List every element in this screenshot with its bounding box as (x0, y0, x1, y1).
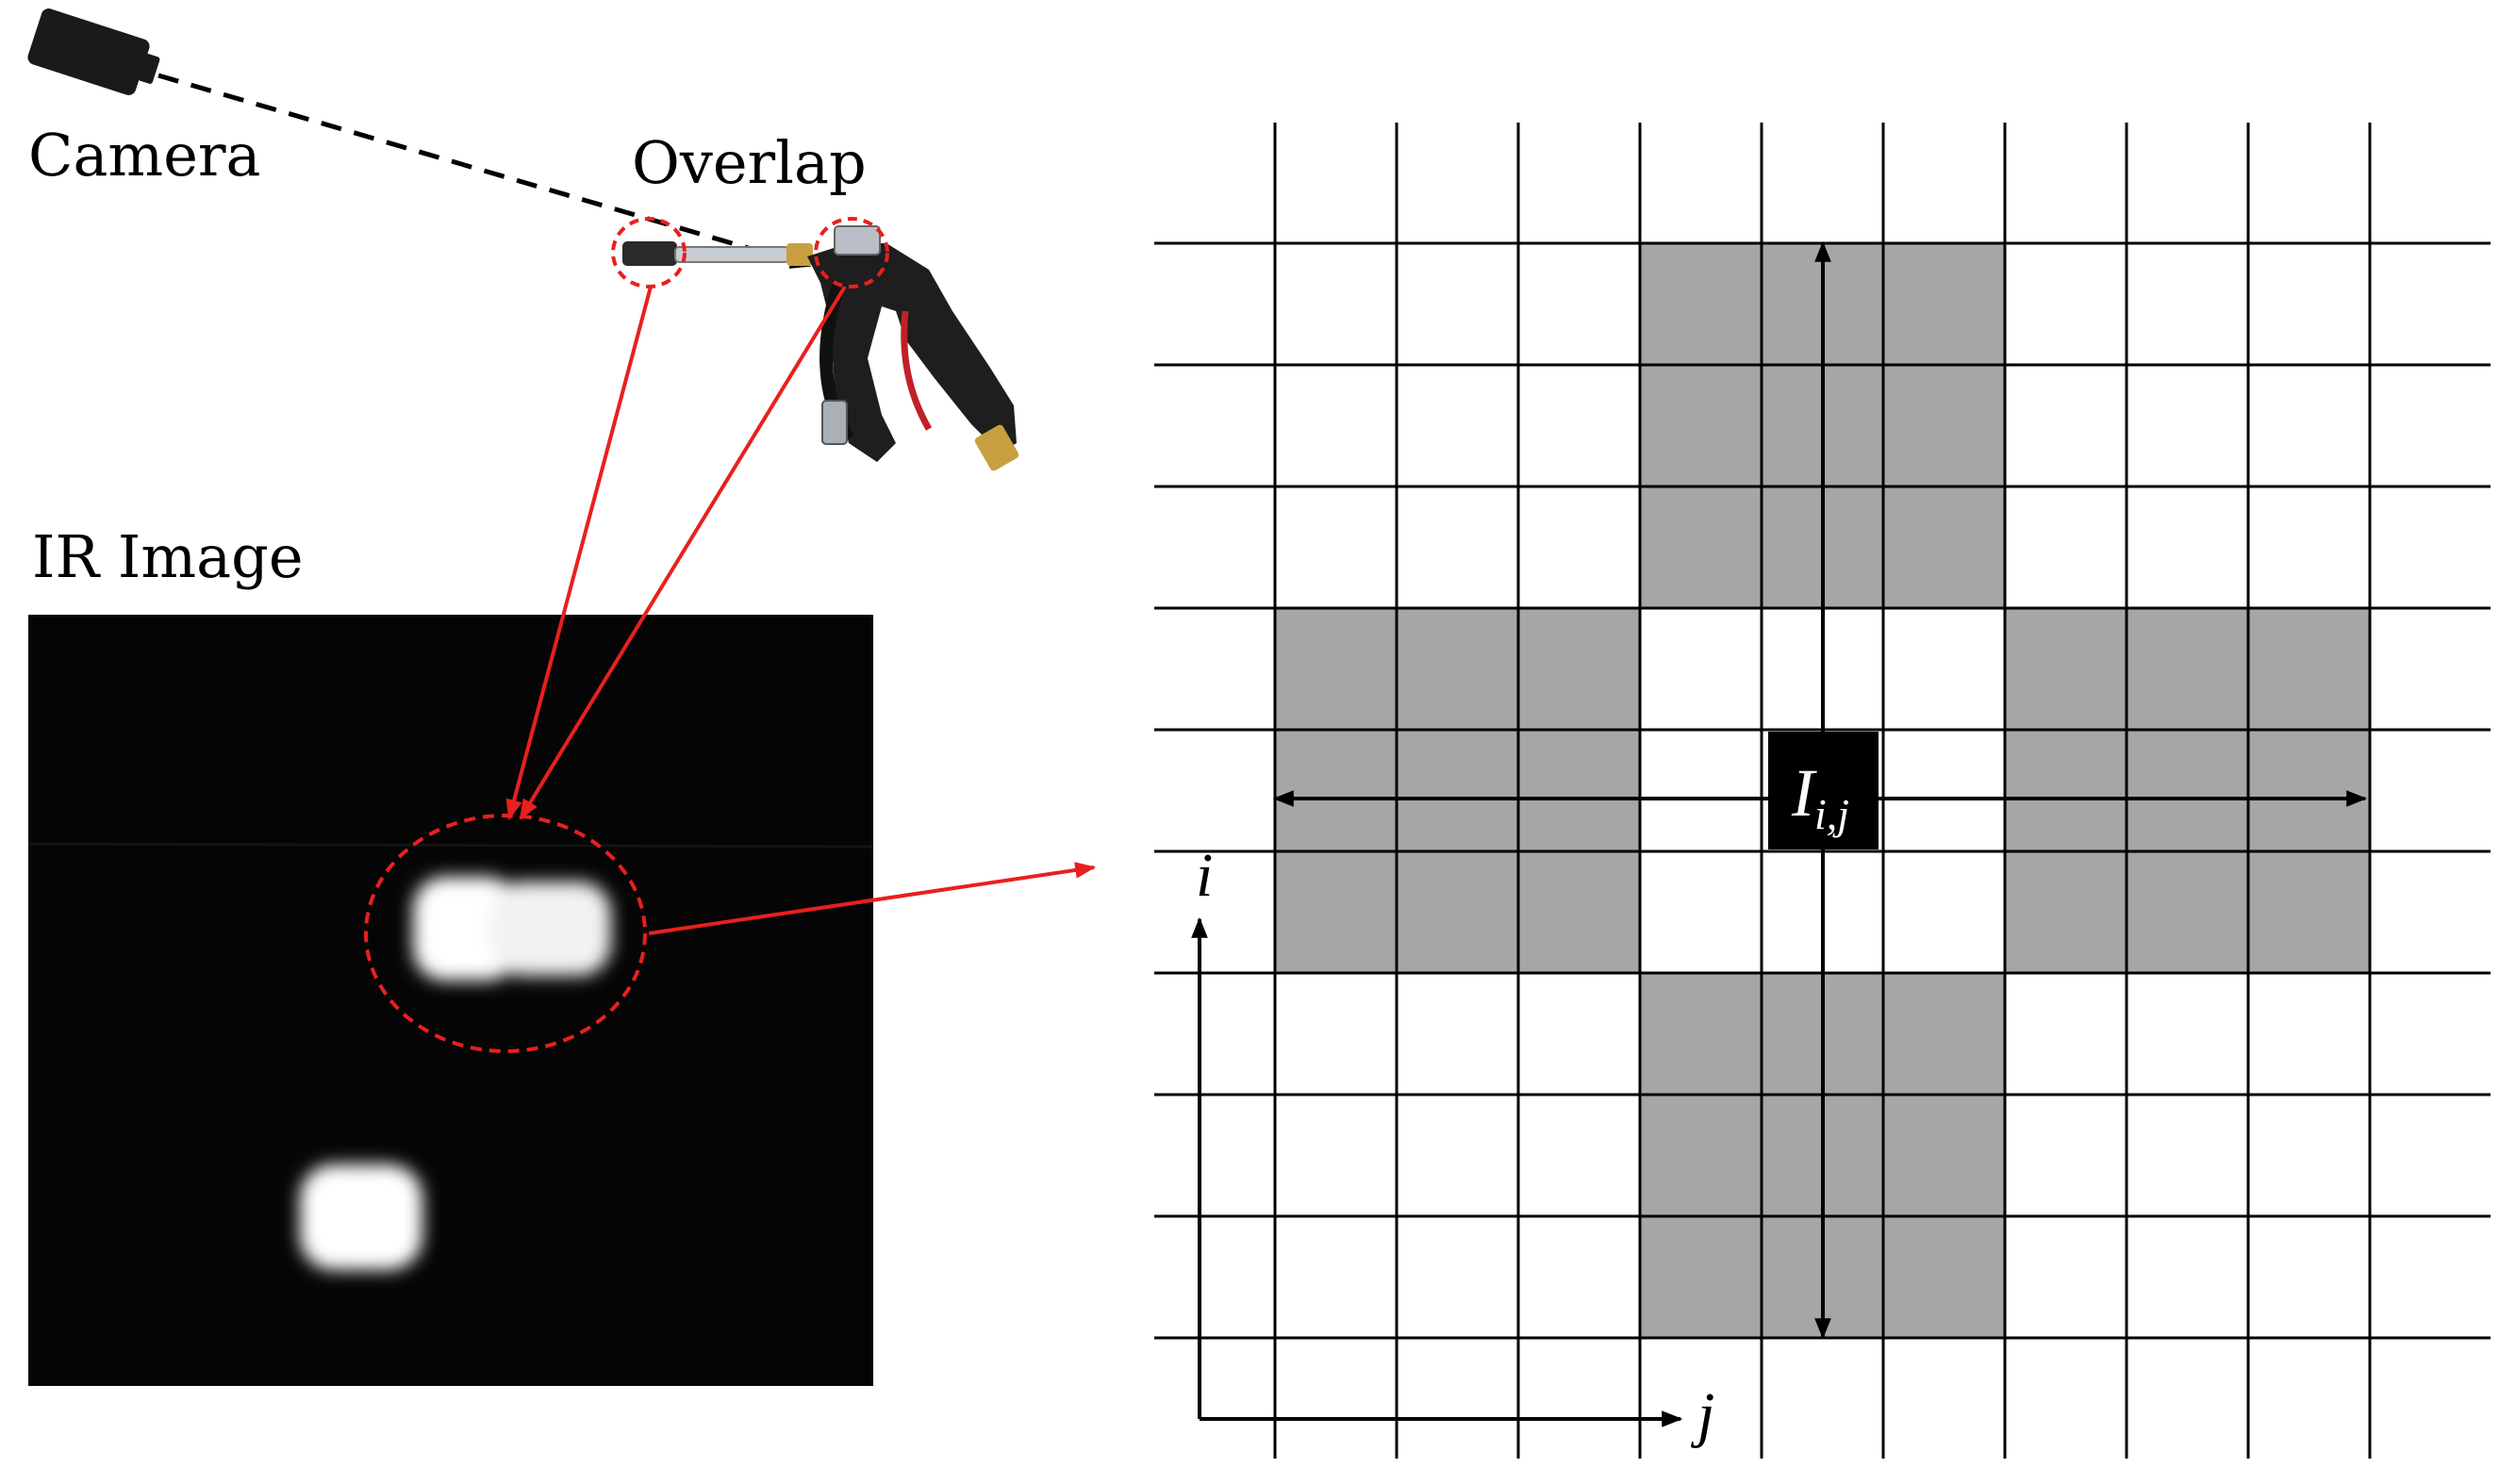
ir-hotspot-right (490, 882, 611, 976)
shaded-cell (1883, 243, 2005, 365)
overlap-marker-trigger (814, 217, 889, 289)
shaded-cell (1397, 608, 1518, 730)
shaded-cell (2005, 851, 2127, 973)
center-pixel-label: Ii,j (1791, 755, 1849, 838)
camera-body-icon (27, 8, 150, 95)
center-pixel-cell (1768, 732, 1879, 849)
ir-hotspot-lower (300, 1164, 422, 1270)
grid-cells (1275, 243, 2370, 1338)
ir-image-label: IR Image (32, 522, 304, 591)
shaded-cell (1640, 486, 1762, 608)
shaded-cell (2005, 608, 2127, 730)
shaded-cell (2248, 730, 2370, 851)
axis-i-label: i (1196, 841, 1213, 910)
shaded-cell (1275, 608, 1397, 730)
red-arrow-trigger (519, 285, 847, 820)
camera-label: Camera (28, 121, 261, 190)
shaded-cell (1640, 973, 1762, 1095)
shaded-cell (1518, 608, 1640, 730)
camera-lens-icon (138, 54, 160, 84)
shaded-cell (1883, 1095, 2005, 1216)
shaded-cell (1640, 243, 1762, 365)
shaded-cell (2127, 730, 2248, 851)
axis-j-label: j (1690, 1380, 1714, 1449)
shaded-cell (2005, 730, 2127, 851)
shaded-cell (1640, 365, 1762, 486)
center-pixel-symbol: I (1791, 755, 1817, 831)
shaded-cell (1883, 365, 2005, 486)
red-arrow-nozzle (505, 286, 653, 821)
red-arrow-to-grid (648, 862, 1097, 935)
shaded-cell (2127, 608, 2248, 730)
camera-device (27, 8, 160, 95)
shaded-cell (1397, 851, 1518, 973)
shaded-cell (1275, 851, 1397, 973)
ir-image-background (28, 615, 873, 1386)
shaded-cell (2127, 851, 2248, 973)
overlap-region-ellipse (364, 814, 647, 1053)
shaded-cell (1883, 973, 2005, 1095)
ir-image (27, 615, 874, 1386)
shaded-cell (2248, 608, 2370, 730)
overlap-label: Overlap (632, 128, 867, 197)
shaded-cell (2248, 851, 2370, 973)
spray-gun-icon (622, 225, 1019, 471)
shaded-cell (1275, 730, 1397, 851)
ir-hotspot-left (413, 877, 519, 981)
shaded-cell (1518, 730, 1640, 851)
shaded-cell (1518, 851, 1640, 973)
shaded-cell (1883, 486, 2005, 608)
shaded-cell (1640, 1216, 1762, 1338)
center-pixel-subscript: i,j (1814, 790, 1849, 838)
shaded-cell (1883, 1216, 2005, 1338)
shaded-cell (1397, 730, 1518, 851)
shaded-cell (1640, 1095, 1762, 1216)
camera-sightline (157, 73, 812, 269)
